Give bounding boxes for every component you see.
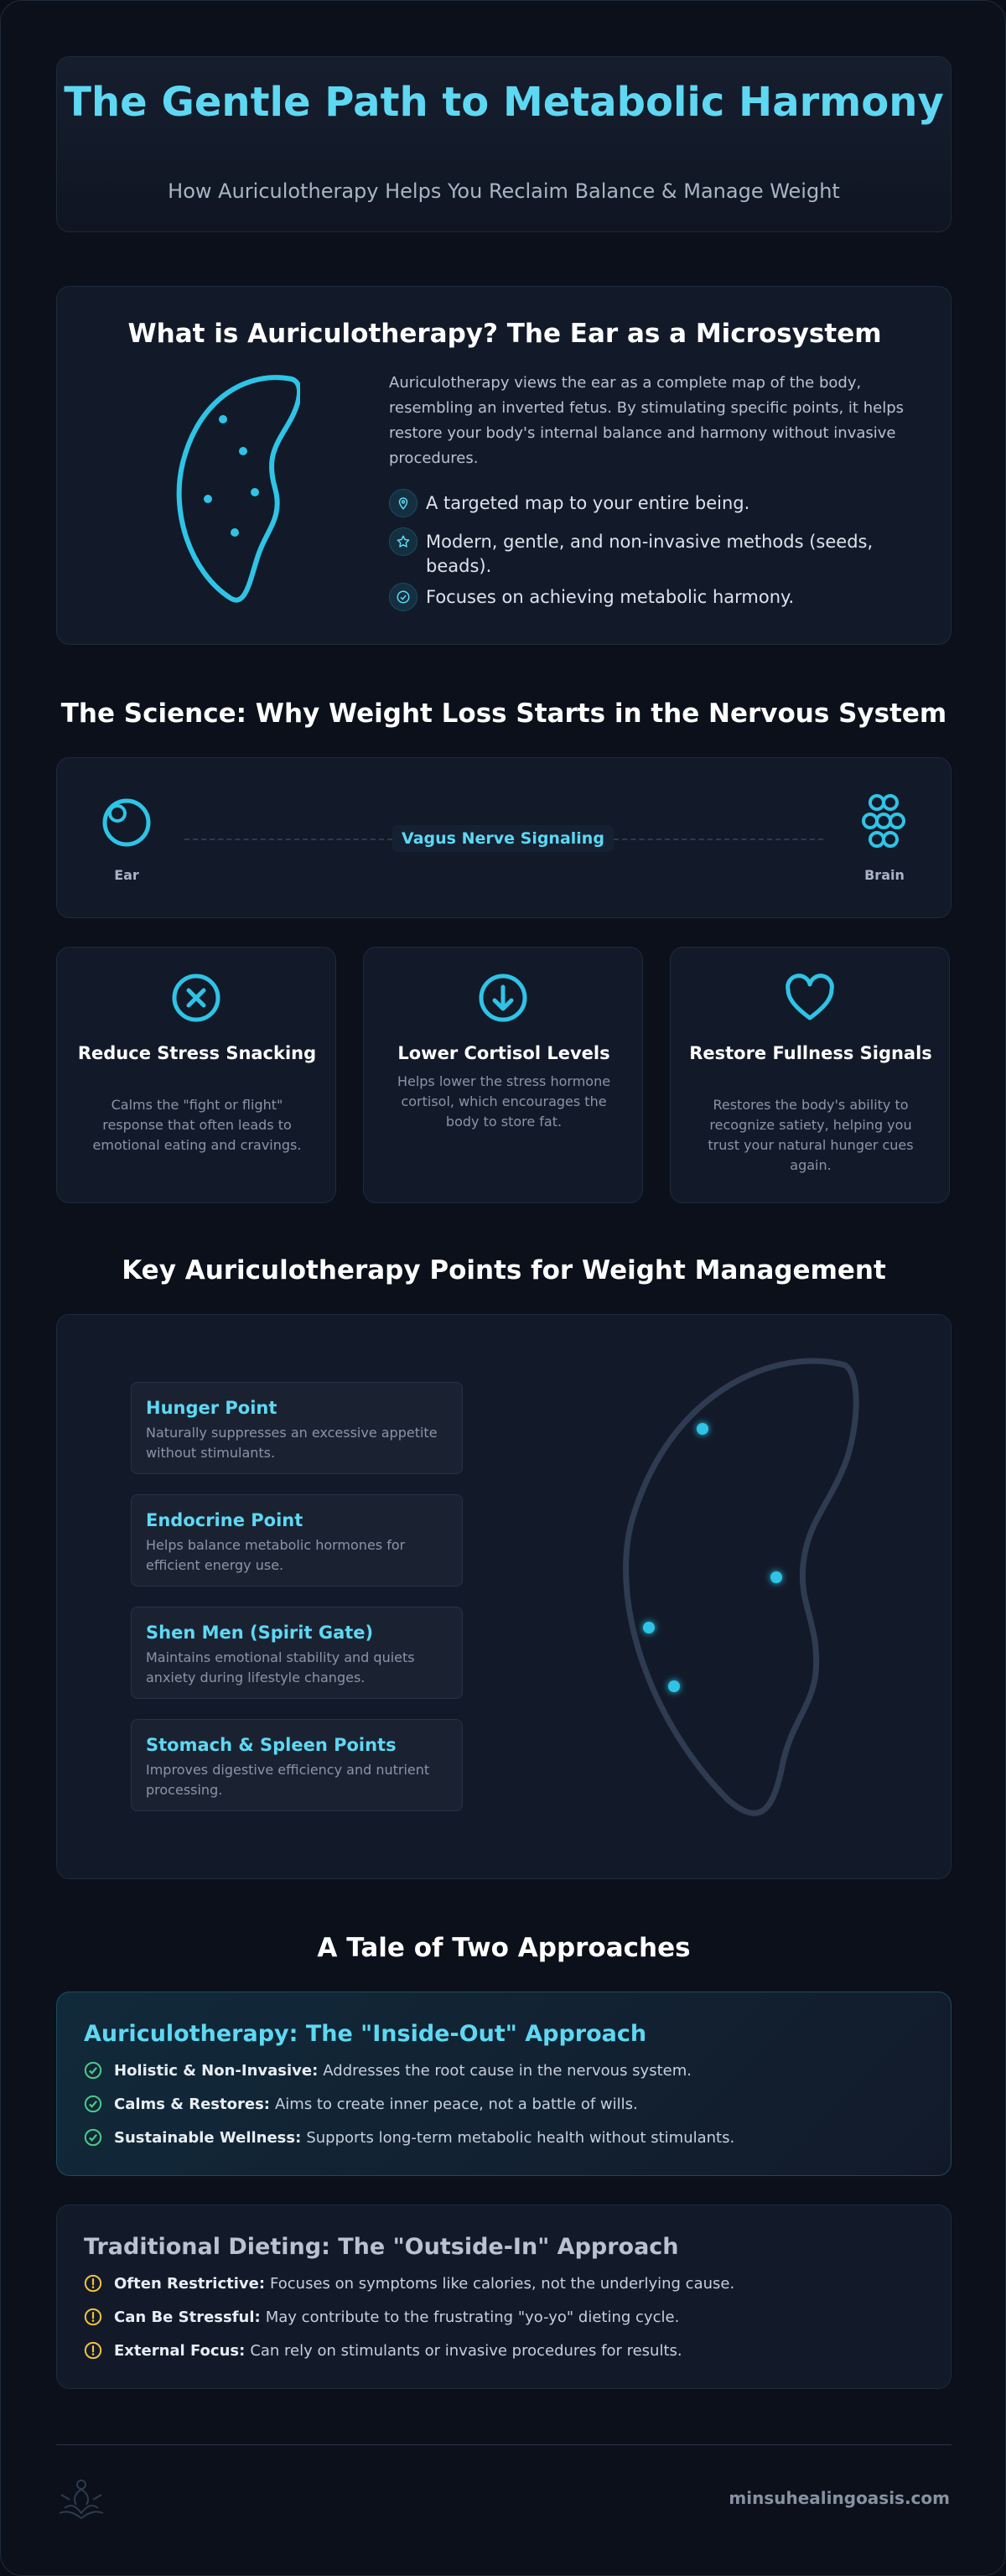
benefit-card-stress: Reduce Stress Snacking Calms the "fight …: [56, 947, 336, 1203]
heart-icon: [786, 974, 834, 1021]
benefit-title: Restore Fullness Signals: [689, 1043, 932, 1063]
benefit-title: Lower Cortisol Levels: [397, 1043, 610, 1063]
row-text: May contribute to the frustrating "yo-yo…: [265, 2308, 680, 2326]
inside-out-row: Calms & Restores: Aims to create inner p…: [84, 2095, 638, 2113]
row-text: Focuses on symptoms like calories, not t…: [270, 2274, 735, 2293]
check-circle-icon: [84, 2061, 102, 2080]
benefit-text: Calms the "fight or flight" response tha…: [92, 1097, 302, 1153]
point-shen-men: Shen Men (Spirit Gate) Maintains emotion…: [131, 1607, 463, 1699]
feature-item: A targeted map to your entire being.: [389, 489, 909, 517]
row-text: Supports long-term metabolic health with…: [306, 2128, 735, 2147]
benefit-text: Restores the body's ability to recognize…: [708, 1097, 914, 1173]
approaches-heading: A Tale of Two Approaches: [317, 1933, 691, 1963]
inside-out-card: Auriculotherapy: The "Inside-Out" Approa…: [56, 1992, 952, 2176]
header-card: The Gentle Path to Metabolic Harmony How…: [56, 56, 952, 232]
outside-in-card: Traditional Dieting: The "Outside-In" Ap…: [56, 2205, 952, 2389]
lotus-meditation-icon: [59, 2480, 104, 2520]
row-text: Addresses the root cause in the nervous …: [323, 2061, 692, 2080]
vagus-signal-label: Vagus Nerve Signaling: [392, 825, 614, 852]
signal-line-left: [184, 839, 392, 840]
points-heading: Key Auriculotherapy Points for Weight Ma…: [122, 1255, 886, 1285]
row-label: Calms & Restores:: [114, 2095, 270, 2113]
vagus-flow-card: Ear Vagus Nerve Signaling Brain: [56, 757, 952, 918]
outside-in-row: External Focus: Can rely on stimulants o…: [84, 2341, 682, 2360]
row-label: External Focus:: [114, 2341, 246, 2360]
ear-label: Ear: [114, 867, 139, 883]
feature-item: Modern, gentle, and non-invasive methods…: [389, 527, 909, 579]
point-name: Hunger Point: [146, 1398, 277, 1418]
science-heading: The Science: Why Weight Loss Starts in t…: [60, 699, 947, 729]
feature-text: Focuses on achieving metabolic harmony.: [426, 587, 795, 607]
page-title: The Gentle Path to Metabolic Harmony: [64, 79, 944, 126]
point-name: Stomach & Spleen Points: [146, 1735, 397, 1755]
what-is-card: What is Auriculotherapy? The Ear as a Mi…: [56, 286, 952, 645]
feature-text: Modern, gentle, and non-invasive methods…: [426, 532, 874, 576]
benefit-card-fullness: Restore Fullness Signals Restores the bo…: [670, 947, 950, 1203]
alert-circle-icon: [84, 2308, 102, 2326]
page-subtitle: How Auriculotherapy Helps You Reclaim Ba…: [168, 179, 840, 203]
alert-circle-icon: [84, 2274, 102, 2293]
arrow-down-circle-icon: [479, 974, 527, 1022]
star-icon: [389, 527, 417, 556]
brain-label: Brain: [864, 867, 905, 883]
point-hunger: Hunger Point Naturally suppresses an exc…: [131, 1382, 463, 1474]
benefit-title: Reduce Stress Snacking: [77, 1043, 317, 1063]
footer-divider: [56, 2444, 952, 2445]
feature-text: A targeted map to your entire being.: [426, 493, 750, 513]
point-name: Shen Men (Spirit Gate): [146, 1623, 374, 1643]
row-label: Holistic & Non-Invasive:: [114, 2061, 319, 2080]
row-label: Often Restrictive:: [114, 2274, 266, 2293]
point-desc: Helps balance metabolic hormones for eff…: [146, 1537, 406, 1573]
inside-out-row: Sustainable Wellness: Supports long-term…: [84, 2128, 734, 2147]
ear-icon: [102, 798, 151, 847]
ear-illustration: [176, 375, 300, 603]
signal-line-right: [614, 839, 823, 840]
auriculotherapy-description: Auriculotherapy views the ear as a compl…: [389, 374, 904, 467]
point-name: Endocrine Point: [146, 1510, 303, 1530]
row-label: Sustainable Wellness:: [114, 2128, 302, 2147]
point-endocrine: Endocrine Point Helps balance metabolic …: [131, 1494, 463, 1587]
point-desc: Improves digestive efficiency and nutrie…: [146, 1762, 430, 1798]
point-desc: Maintains emotional stability and quiets…: [146, 1649, 415, 1685]
check-circle-icon: [84, 2095, 102, 2113]
row-label: Can Be Stressful:: [114, 2308, 261, 2326]
points-card: Hunger Point Naturally suppresses an exc…: [56, 1314, 952, 1879]
point-desc: Naturally suppresses an excessive appeti…: [146, 1425, 438, 1461]
map-pin-icon: [389, 489, 417, 517]
feature-item: Focuses on achieving metabolic harmony.: [389, 583, 909, 611]
website-link[interactable]: minsuhealingoasis.com: [729, 2488, 950, 2508]
benefit-text: Helps lower the stress hormone cortisol,…: [397, 1073, 611, 1130]
inside-out-row: Holistic & Non-Invasive: Addresses the r…: [84, 2061, 692, 2080]
brain-icon: [862, 794, 905, 848]
outside-in-row: Can Be Stressful: May contribute to the …: [84, 2308, 679, 2326]
benefit-card-cortisol: Lower Cortisol Levels Helps lower the st…: [363, 947, 643, 1203]
outside-in-row: Often Restrictive: Focuses on symptoms l…: [84, 2274, 734, 2293]
what-is-heading: What is Auriculotherapy? The Ear as a Mi…: [127, 319, 882, 349]
point-stomach-spleen: Stomach & Spleen Points Improves digesti…: [131, 1719, 463, 1811]
row-text: Aims to create inner peace, not a battle…: [274, 2095, 638, 2113]
ear-points-diagram: [623, 1358, 859, 1816]
x-circle-icon: [172, 974, 220, 1022]
check-circle-icon: [389, 583, 417, 611]
check-circle-icon: [84, 2128, 102, 2147]
alert-circle-icon: [84, 2341, 102, 2360]
outside-in-title: Traditional Dieting: The "Outside-In" Ap…: [84, 2234, 679, 2260]
inside-out-title: Auriculotherapy: The "Inside-Out" Approa…: [84, 2021, 647, 2047]
row-text: Can rely on stimulants or invasive proce…: [250, 2341, 682, 2360]
